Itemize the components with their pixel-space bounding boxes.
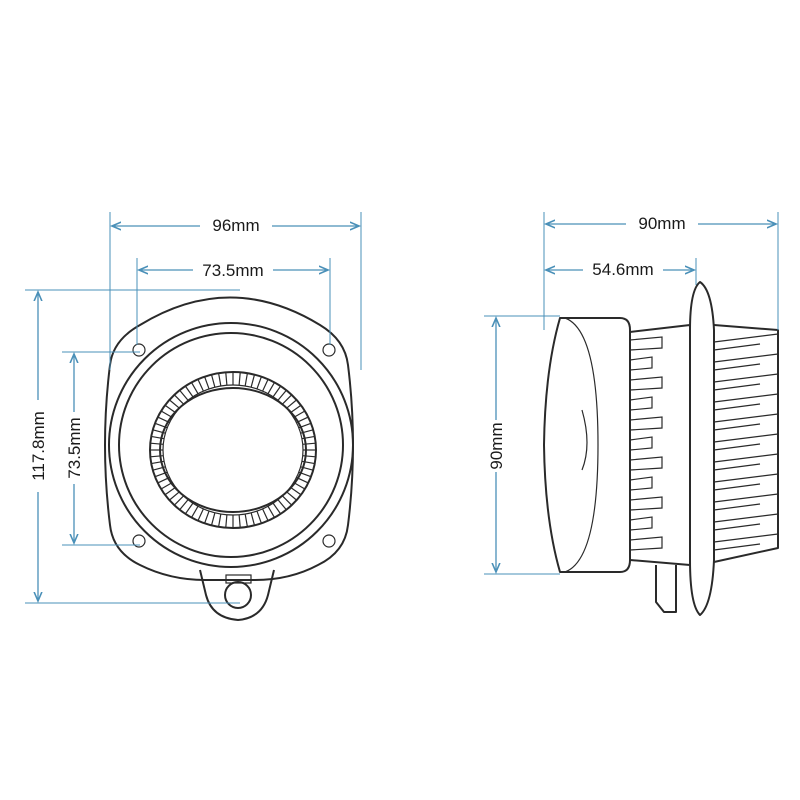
heat-sink-fin <box>629 516 653 531</box>
led-segment <box>262 508 269 521</box>
dim-inner-width: 73.5mm <box>202 261 263 280</box>
led-segment <box>184 502 194 515</box>
lens-highlight <box>581 409 588 471</box>
led-segment <box>267 505 276 518</box>
heat-sink-fin <box>629 436 653 451</box>
led-segment <box>282 394 293 405</box>
mounting-hole <box>322 534 336 548</box>
led-segment <box>210 374 216 388</box>
heat-sink-fin <box>629 336 663 351</box>
led-segment <box>217 513 222 527</box>
heat-sink-fin <box>629 356 653 371</box>
led-segment <box>286 399 297 409</box>
heat-sink-fin <box>629 416 663 431</box>
led-segment <box>277 499 287 511</box>
heat-sink-fin <box>629 536 663 551</box>
led-segment <box>244 373 249 387</box>
mounting-hole <box>132 534 146 548</box>
led-segment <box>250 512 256 526</box>
heat-sink-fin <box>713 393 779 411</box>
heat-sink-fin <box>713 493 779 511</box>
heat-sink <box>629 324 779 566</box>
lens <box>159 387 307 513</box>
heat-sink-fin <box>629 476 653 491</box>
led-segment <box>225 372 228 386</box>
led-segment <box>169 399 180 409</box>
led-segment <box>204 376 210 390</box>
led-segment <box>190 382 199 395</box>
led-segment <box>179 499 189 511</box>
side-connector <box>655 565 677 613</box>
led-segment <box>217 373 222 387</box>
led-segment <box>173 394 184 405</box>
heat-sink-fin <box>629 496 663 511</box>
flange-plate <box>689 281 715 616</box>
dim-overall-depth: 90mm <box>638 214 685 233</box>
lens-edge <box>564 317 599 573</box>
led-segment <box>204 510 210 524</box>
led-ring <box>149 371 317 529</box>
heat-sink-fin <box>713 533 779 551</box>
led-segment <box>272 502 282 515</box>
led-segment <box>238 514 241 528</box>
led-segment <box>289 486 302 496</box>
led-segment <box>262 379 269 392</box>
front-view: 96mm 73.5mm 117.8mm 73.5mm <box>25 212 362 621</box>
connector-tab <box>199 569 275 621</box>
heat-sink-fin <box>713 413 779 431</box>
led-segment <box>272 385 282 398</box>
led-segment <box>267 382 276 395</box>
heat-sink-fin <box>629 456 663 471</box>
dim-side-height: 90mm <box>487 422 506 469</box>
inner-bezel <box>118 332 344 558</box>
heat-sink-fin <box>713 473 779 491</box>
heat-sink-fin <box>629 376 663 391</box>
led-segment <box>286 491 297 501</box>
led-segment <box>164 404 177 414</box>
heat-sink-fin <box>713 433 779 451</box>
lens-dome <box>543 317 631 573</box>
heat-sink-fin <box>713 513 779 531</box>
mounting-flange <box>104 296 354 581</box>
led-segment <box>225 514 228 528</box>
led-segment <box>164 486 177 496</box>
outer-bezel <box>108 322 354 568</box>
dim-inner-height: 73.5mm <box>65 417 84 478</box>
led-segment <box>184 385 194 398</box>
dim-overall-width: 96mm <box>212 216 259 235</box>
mounting-hole <box>322 343 336 357</box>
led-segment <box>256 510 262 524</box>
led-segment <box>256 376 262 390</box>
led-segment <box>197 379 204 392</box>
led-segment <box>169 491 180 501</box>
led-segment <box>277 389 287 401</box>
dim-lens-depth: 54.6mm <box>592 260 653 279</box>
led-segment <box>190 505 199 518</box>
led-segment <box>238 372 241 386</box>
heat-sink-fin <box>713 373 779 391</box>
dim-overall-height: 117.8mm <box>29 411 48 481</box>
side-view: 90mm 54.6mm 90mm <box>484 212 779 616</box>
heat-sink-fin <box>713 353 779 371</box>
heat-sink-fin <box>713 453 779 471</box>
led-segment <box>179 389 189 401</box>
led-segment <box>210 512 216 526</box>
led-segment <box>282 495 293 506</box>
heat-sink-fin <box>629 396 653 411</box>
led-segment <box>250 374 256 388</box>
led-segment <box>173 495 184 506</box>
led-segment <box>289 404 302 414</box>
heat-sink-fin <box>713 333 779 351</box>
led-segment <box>197 508 204 521</box>
led-segment <box>244 513 249 527</box>
mounting-hole <box>132 343 146 357</box>
